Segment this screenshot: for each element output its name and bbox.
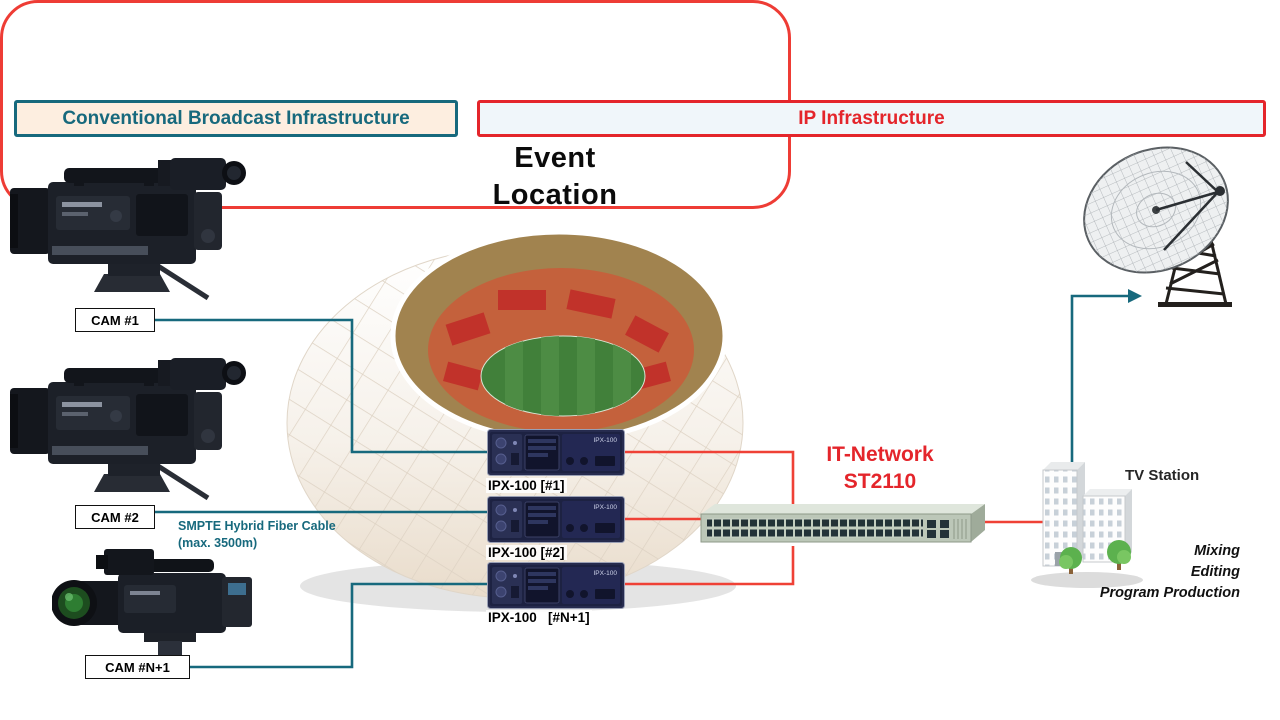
satellite-dish-illustration (1083, 146, 1232, 307)
dish-feed-arm (1155, 161, 1219, 251)
switch-vents (953, 519, 967, 539)
camera-2-illustration (10, 358, 246, 501)
cam-1-label: CAM #1 (75, 308, 155, 332)
ipx-knob (495, 437, 507, 449)
function-mixing: Mixing (1194, 543, 1240, 559)
it-network-line1: IT-Network (826, 443, 934, 466)
camera-handle (64, 368, 164, 383)
stadium-pitch-stripes (505, 336, 631, 416)
camera-handle (136, 559, 214, 572)
network-switch-illustration (700, 504, 985, 543)
camera-viewfinder (170, 158, 226, 190)
camera-3-illustration (52, 549, 252, 655)
ipx-100-unit-2: IPX-100 (487, 496, 625, 543)
ipx-100-unit-n1: IPX-100 (487, 562, 625, 609)
event-title-line1: Event (514, 142, 596, 174)
camera-viewfinder (104, 549, 154, 575)
cam-n1-label: CAM #N+1 (85, 655, 190, 679)
function-program-production: Program Production (1099, 585, 1240, 602)
smpte-cable-note-line2: (max. 3500m) (178, 535, 258, 550)
camera-lens-hood (10, 188, 50, 254)
camera-1-illustration (10, 158, 246, 301)
ip-network-lines (625, 450, 1045, 586)
switch-port-grid (707, 518, 923, 538)
dish-reflector (1083, 146, 1229, 274)
ipx-model-text: IPX-100 (594, 437, 618, 444)
it-network-line2: ST2110 (843, 470, 917, 494)
switch-top-face (701, 504, 985, 514)
smpte-cable-note-line1: SMPTE Hybrid Fiber Cable (178, 519, 336, 533)
ipx-2-label: IPX-100 [#2] (486, 545, 567, 560)
ipx-screen (524, 434, 560, 471)
event-location-title: Event Location (455, 140, 655, 214)
function-editing: Editing (1190, 564, 1240, 581)
ipx-model-text: IPX-100 (594, 570, 618, 577)
ipx-100-unit-1: IPX-100 (487, 429, 625, 476)
banner-ip-label: IP Infrastructure (798, 107, 945, 129)
cam-2-label: CAM #2 (75, 505, 155, 529)
uplink-arrowhead (1128, 289, 1142, 303)
banner-conventional-label: Conventional Broadcast Infrastructure (62, 107, 410, 129)
it-network-label: IT-Network ST2110 (770, 441, 990, 496)
tv-station-building-illustration (1031, 462, 1143, 588)
camera-viewfinder (170, 358, 226, 390)
camera-lens-hood (10, 388, 50, 454)
camera-handle (64, 168, 164, 183)
event-title-line2: Location (492, 179, 618, 212)
tv-station-label: TV Station (1125, 467, 1200, 484)
ipx-n1-label: IPX-100 [#N+1] (486, 610, 592, 625)
tv-station-functions: Mixing Editing Program Production (1020, 541, 1240, 604)
ipx-1-label: IPX-100 [#1] (486, 478, 567, 493)
switch-side-face (971, 504, 985, 542)
banner-ip-infrastructure: IP Infrastructure (477, 100, 1266, 137)
ipx-model-text: IPX-100 (594, 504, 618, 511)
ipx-knob (495, 453, 507, 465)
camera-pan-handle (156, 263, 210, 301)
banner-conventional-broadcast: Conventional Broadcast Infrastructure (14, 100, 458, 137)
stadium-illustration (286, 229, 744, 612)
fiber-cable-lines (155, 294, 1128, 669)
camera-pedestal (158, 641, 182, 655)
smpte-cable-note: SMPTE Hybrid Fiber Cable (max. 3500m) (178, 518, 336, 551)
